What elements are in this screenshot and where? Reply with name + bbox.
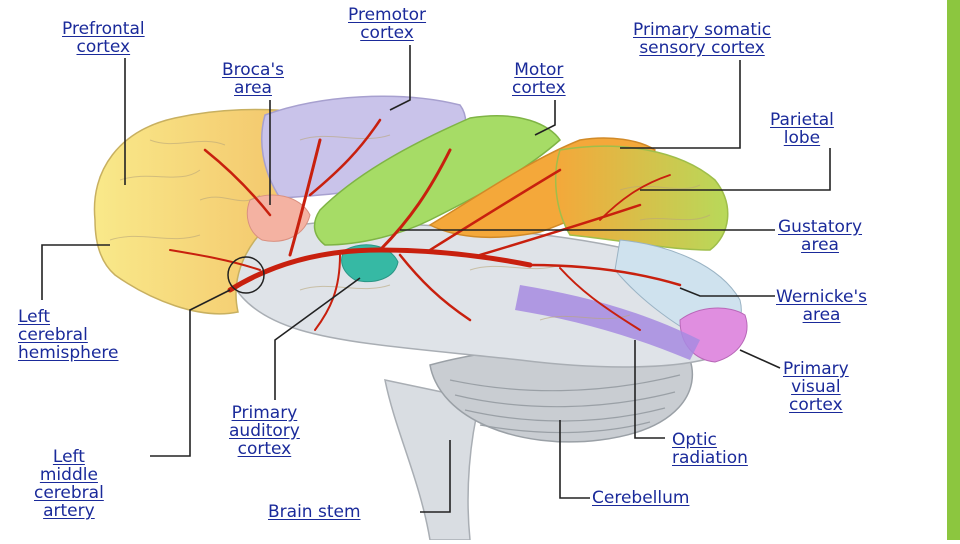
auditory-shape bbox=[341, 244, 399, 283]
label-left-cerebral-hemisphere: Left cerebral hemisphere bbox=[18, 307, 119, 363]
artery-origin-circle bbox=[227, 256, 265, 294]
label-primary-visual-cortex: Primary visual cortex bbox=[783, 359, 849, 415]
label-parietal-lobe: Parietal lobe bbox=[770, 110, 834, 148]
label-gustatory-area: Gustatory area bbox=[778, 217, 863, 255]
label-left-middle-cerebral-artery: Left middle cerebral artery bbox=[34, 447, 104, 521]
label-motor-cortex: Motor cortex bbox=[512, 60, 566, 98]
label-brain-stem: Brain stem bbox=[268, 502, 361, 522]
label-wernickes-area: Wernicke's area bbox=[776, 287, 868, 325]
label-cerebellum: Cerebellum bbox=[592, 488, 690, 508]
label-premotor-cortex: Premotor cortex bbox=[348, 5, 427, 43]
artery-branches bbox=[169, 118, 682, 331]
label-prefrontal-cortex: Prefrontal cortex bbox=[62, 19, 145, 57]
optic-radiation-shape bbox=[515, 285, 700, 360]
label-primary-auditory-cortex: Primary auditory cortex bbox=[229, 403, 300, 459]
parietal-shape bbox=[554, 145, 729, 251]
accent-bar bbox=[947, 0, 960, 540]
label-optic-radiation: Optic radiation bbox=[672, 430, 748, 468]
label-primary-somatic-sensory-cortex: Primary somatic sensory cortex bbox=[633, 20, 772, 58]
label-brocas-area: Broca's area bbox=[222, 60, 284, 98]
leader-lines bbox=[41, 45, 831, 513]
